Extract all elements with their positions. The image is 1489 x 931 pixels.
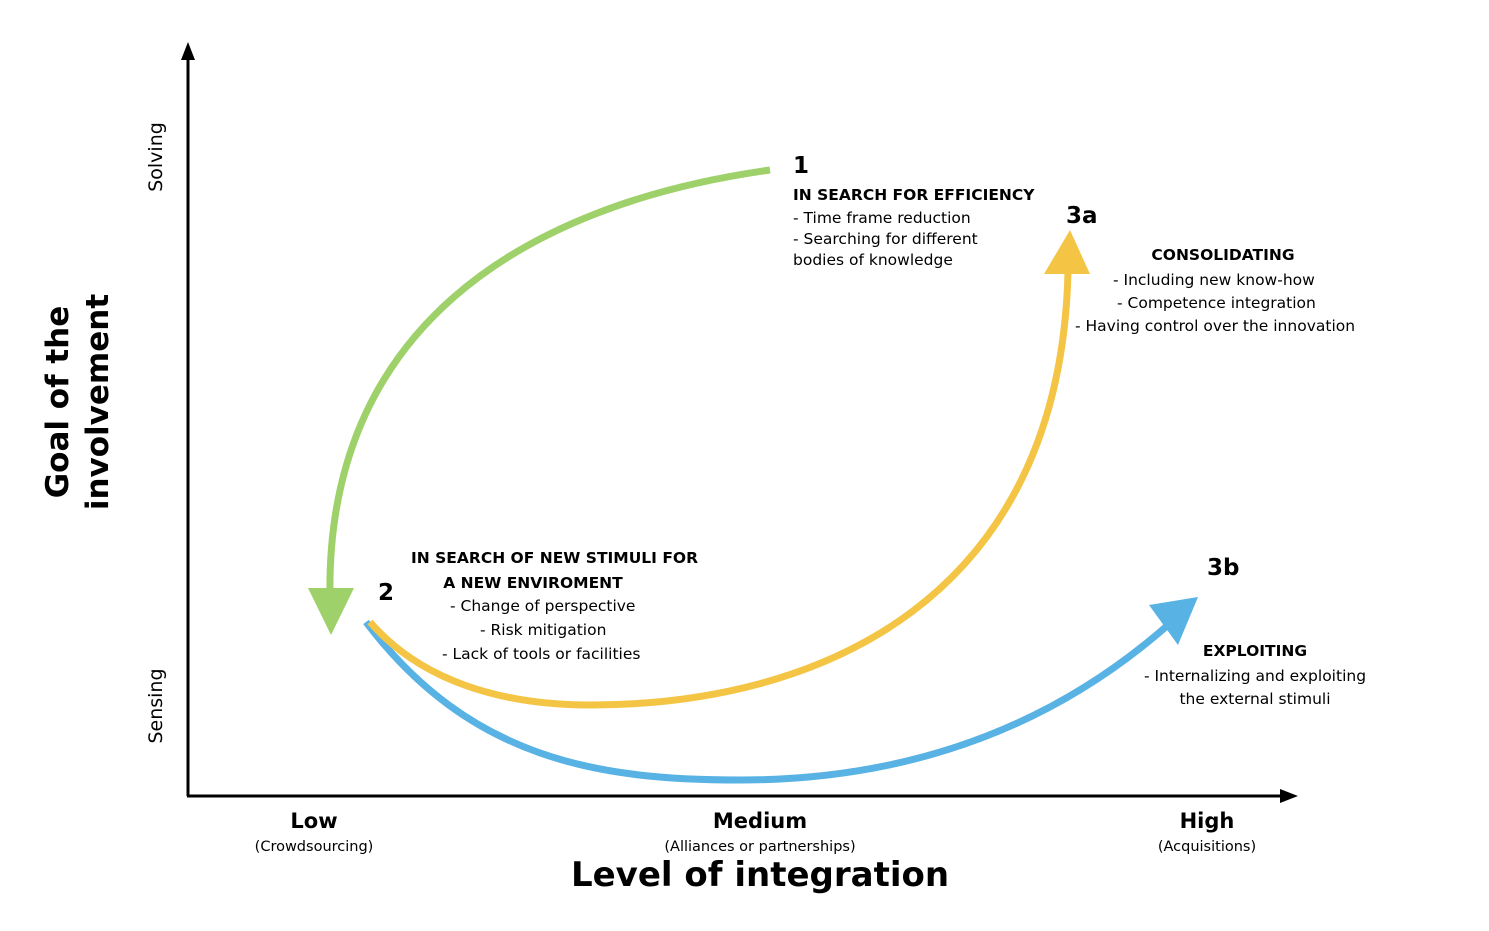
x-axis-title: Level of integration: [570, 855, 950, 895]
y-axis-title-line1: Goal of the: [40, 305, 76, 499]
stage-1-line-1: - Time frame reduction: [793, 209, 971, 227]
stage-1-line-2: - Searching for different: [793, 230, 978, 248]
green-arrow-head: [308, 588, 354, 635]
stage-3a-heading: CONSOLIDATING: [1151, 246, 1295, 264]
x-tick-low-sub: (Crowdsourcing): [254, 839, 374, 855]
stage-3a-line-1: - Including new know-how: [1113, 271, 1315, 289]
y-top-label: Solving: [145, 122, 167, 192]
x-tick-medium-sub: (Alliances or partnerships): [664, 839, 856, 855]
x-tick-low: Low: [290, 809, 338, 833]
x-tick-high: High: [1179, 809, 1235, 833]
stage-3a-line-2: - Competence integration: [1117, 294, 1316, 312]
x-axis-arrowhead: [1280, 789, 1298, 803]
stage-2-line-3: - Lack of tools or facilities: [442, 645, 641, 663]
blue-arrow-head: [1149, 597, 1198, 645]
x-tick-medium: Medium: [712, 809, 808, 833]
stage-2-line-1: - Change of perspective: [450, 597, 636, 615]
stage-2-line-2: - Risk mitigation: [480, 621, 607, 639]
stage-3b-number: 3b: [1207, 555, 1240, 581]
blue-arrow-shaft: [363, 619, 1171, 784]
yellow-arrow-shaft: [367, 271, 1072, 709]
stage-1-heading: IN SEARCH FOR EFFICIENCY: [793, 186, 1035, 204]
stage-3b-line-2: the external stimuli: [1179, 690, 1331, 708]
stage-3b-heading: EXPLOITING: [1202, 642, 1308, 660]
stage-1-line-3: bodies of knowledge: [793, 251, 953, 269]
y-axis-title: Goal of the involvement: [38, 252, 118, 552]
y-bottom-label: Sensing: [145, 668, 167, 744]
yellow-arrow-head: [1044, 230, 1090, 274]
stage-2-heading-2: A NEW ENVIROMENT: [443, 574, 623, 592]
stage-2-number: 2: [378, 580, 395, 606]
stage-2-heading-1: IN SEARCH OF NEW STIMULI FOR: [411, 549, 699, 567]
stage-1-number: 1: [793, 153, 810, 179]
stage-3b-line-1: - Internalizing and exploiting: [1143, 667, 1367, 685]
green-arrow-shaft: [326, 166, 771, 599]
stage-3a-number: 3a: [1066, 203, 1098, 229]
stage-3a-line-3: - Having control over the innovation: [1075, 317, 1356, 335]
y-axis-arrowhead: [181, 42, 195, 60]
x-tick-high-sub: (Acquisitions): [1157, 839, 1257, 855]
y-axis-title-line2: involvement: [80, 293, 116, 511]
